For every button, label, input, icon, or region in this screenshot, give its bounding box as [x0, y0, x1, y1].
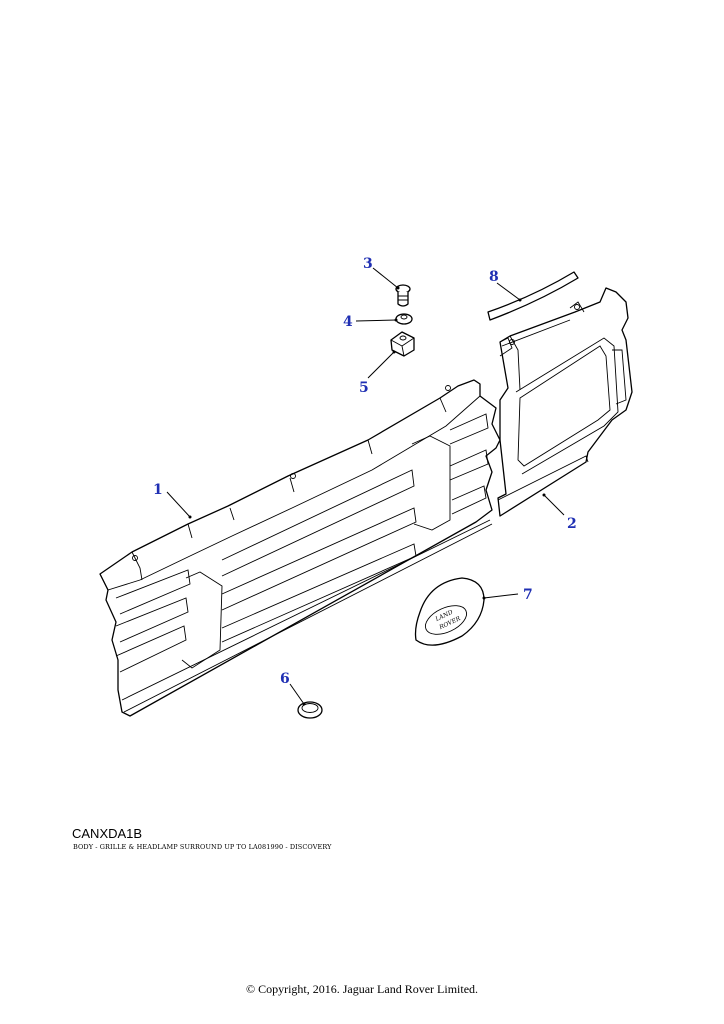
diagram-description: BODY - GRILLE & HEADLAMP SURROUND UP TO …: [73, 843, 332, 851]
headlamp-surround-part[interactable]: [497, 287, 633, 517]
callout-2[interactable]: 2: [567, 516, 577, 532]
badge-part[interactable]: LAND ROVER: [414, 577, 485, 646]
callout-3[interactable]: 3: [363, 256, 373, 272]
leader-lines: [166, 267, 565, 706]
seal-strip-part[interactable]: [487, 271, 579, 321]
bolt-part[interactable]: [395, 284, 411, 307]
washer-part[interactable]: [395, 313, 413, 325]
callout-4[interactable]: 4: [343, 314, 353, 330]
diagram-code: CANXDA1B: [72, 826, 143, 841]
callout-5[interactable]: 5: [359, 380, 369, 396]
callout-7[interactable]: 7: [523, 587, 533, 603]
callout-8[interactable]: 8: [489, 269, 499, 285]
callout-6[interactable]: 6: [280, 671, 290, 687]
callout-1[interactable]: 1: [153, 482, 163, 498]
copyright-notice: © Copyright, 2016. Jaguar Land Rover Lim…: [245, 982, 479, 996]
grommet-part[interactable]: [297, 701, 323, 719]
clip-nut-part[interactable]: [390, 331, 415, 357]
front-grille-part[interactable]: [99, 379, 501, 717]
